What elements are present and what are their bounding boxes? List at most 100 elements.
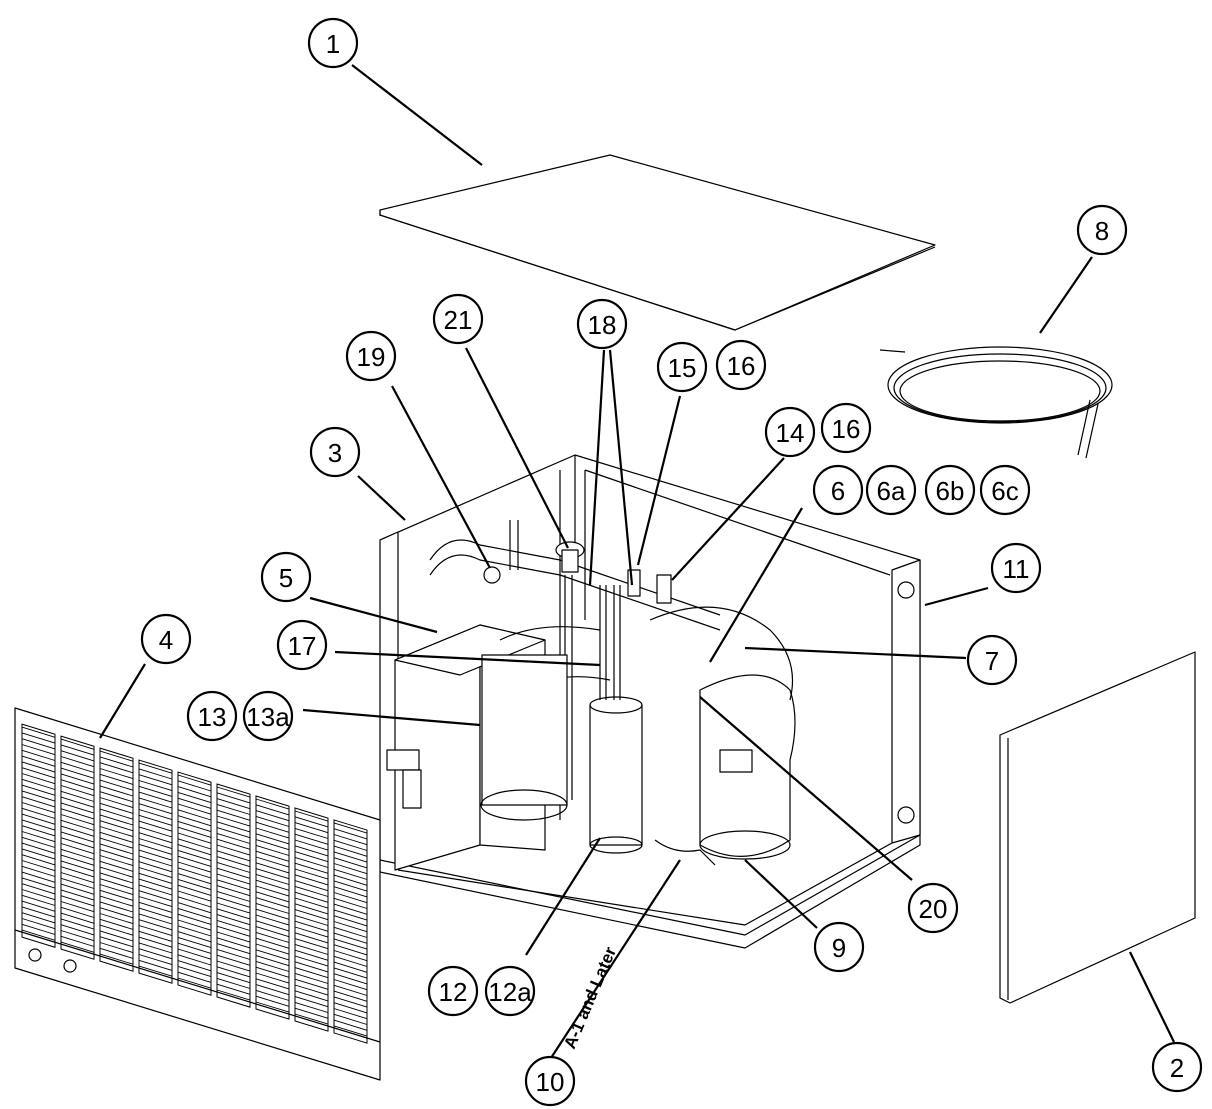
louver-slat [294,810,329,822]
louver-slat [21,790,56,802]
louver-slat [60,918,95,930]
louver-slat [138,774,173,786]
louver-slat [21,848,56,860]
revision-note: A-1 and Later [560,944,620,1052]
louver-slat [294,996,329,1008]
louver-slat [138,907,173,919]
louver-slat [99,779,134,791]
louver-slat [99,918,134,930]
callout-circle [276,619,328,671]
louver-slat [294,914,329,926]
louver-slat [138,901,173,913]
leader-lines [99,64,1175,1059]
louver-slat [333,892,368,904]
callout-6a: 6a [865,464,917,516]
callout-label: 6b [936,476,965,506]
louver-slat [60,872,95,884]
louver-slat [60,837,95,849]
callout-circle [907,882,959,934]
louver-slat [294,827,329,839]
louver-slat [216,792,251,804]
louver-slat [333,967,368,979]
louver-slat [333,932,368,944]
louver-slat [21,807,56,819]
callout-circle [242,690,294,742]
callout-13: 13 [186,690,238,742]
louver-slat [255,827,290,839]
louver-slat [216,948,251,960]
side-panel [999,651,1196,1004]
callout-13a: 13a [242,690,294,742]
louver-slat [216,960,251,972]
louver-slat [294,1013,329,1025]
louver-slat [333,897,368,909]
louver-slat [21,819,56,831]
louver-slat [177,873,212,885]
louver-slat [255,902,290,914]
wiring-harness [654,839,716,866]
louver-slat [333,903,368,915]
louver-slat [294,816,329,828]
louver-slat [60,773,95,785]
louver-slat [60,906,95,918]
louver-slat [60,941,95,953]
callout-label: 6c [991,476,1018,506]
louver-slat [177,774,212,786]
louver-slat [255,984,290,996]
louver-slat [60,901,95,913]
callout-3: 3 [309,426,361,478]
callout-label: 3 [328,438,342,468]
louver-slat [333,944,368,956]
louver-slat [99,930,134,942]
front-grille [14,707,381,1081]
callout-circle [656,341,708,393]
louver-column [138,759,173,984]
louver-slat [333,973,368,985]
callout-circle [309,426,361,478]
louver-slat [216,966,251,978]
louver-slat [255,844,290,856]
louver-slat [294,955,329,967]
louver-slat [21,889,56,901]
louver-slat [333,979,368,991]
callout-label: 10 [536,1067,565,1097]
callout-circle [820,402,872,454]
louver-slat [177,890,212,902]
callout-label: 4 [159,625,173,655]
callout-15: 15 [656,341,708,393]
louver-slat [216,925,251,937]
louver-slat [60,866,95,878]
louver-slat [60,831,95,843]
louver-slat [60,930,95,942]
callout-label: 2 [1170,1053,1184,1083]
louver-slat [216,879,251,891]
louver-slat [177,838,212,850]
louver-slat [177,971,212,983]
louver-slat [21,929,56,941]
louver-slat [255,897,290,909]
louver-slat [99,866,134,878]
louver-slat [294,909,329,921]
callout-circle [576,298,628,350]
louver-slat [60,796,95,808]
callout-6: 6 [812,464,864,516]
louver-slat [216,977,251,989]
louver-slat [21,854,56,866]
louver-slat [216,885,251,897]
louver-slat [60,761,95,773]
louver-slat [138,780,173,792]
louver-slat [333,984,368,996]
louver-slat [60,738,95,750]
louver-slat [216,815,251,827]
louver-slat [99,889,134,901]
louver-slat [333,950,368,962]
louver-slat [177,925,212,937]
louver-slat [138,832,173,844]
callout-circle [813,921,865,973]
louver-slat [255,995,290,1007]
louver-slat [138,838,173,850]
louver-slat [333,926,368,938]
callout-label: 20 [919,894,948,924]
louver-slat [177,820,212,833]
